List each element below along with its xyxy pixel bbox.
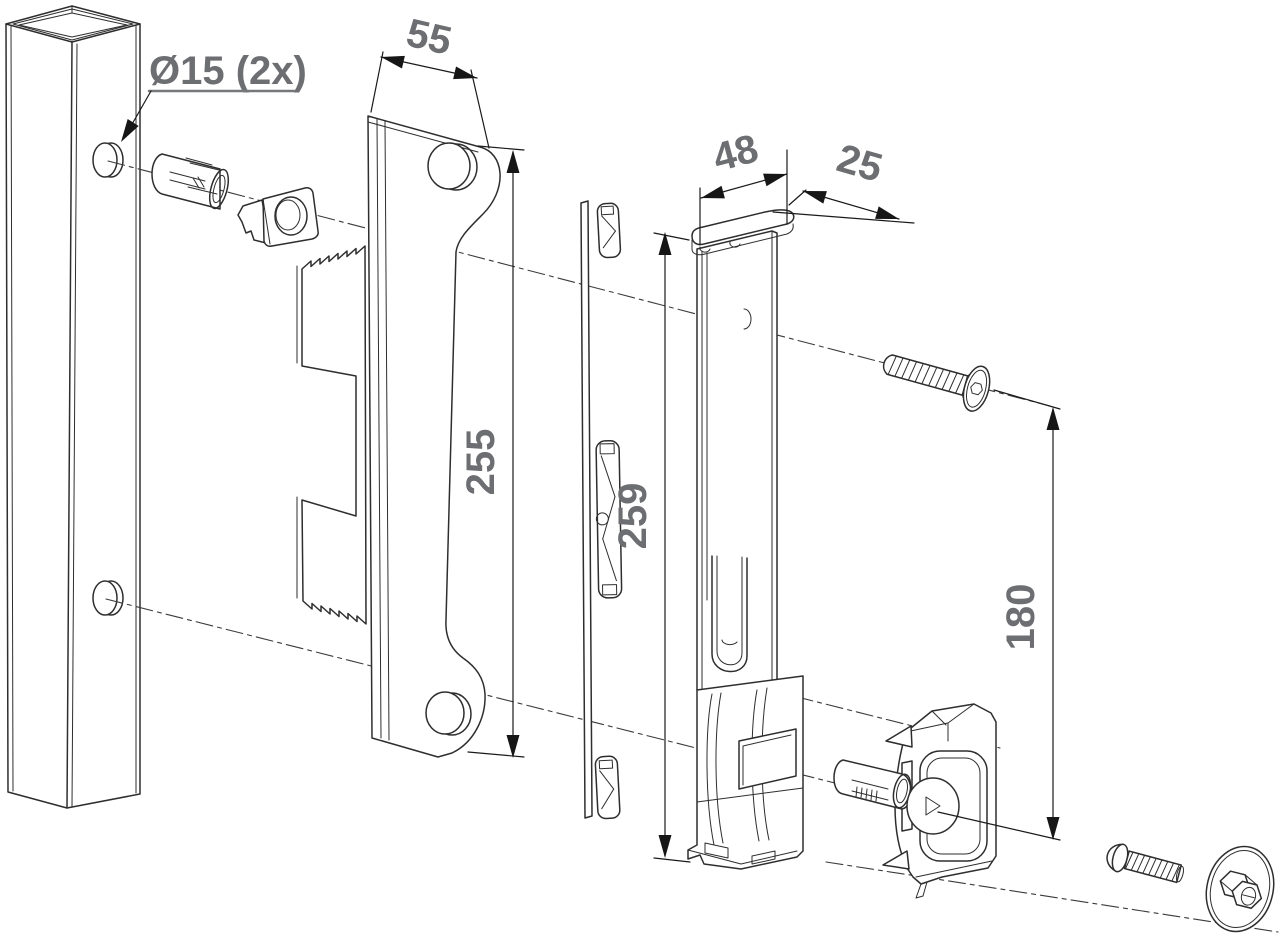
slide-latch (833, 703, 997, 899)
dimension-plate-width: 55 (370, 11, 490, 149)
triangle-socket-icon (925, 796, 941, 816)
dim-259-label: 259 (611, 483, 655, 550)
dim-180-label: 180 (999, 584, 1043, 651)
dim-48-label: 48 (708, 126, 762, 180)
square-post (5, 5, 141, 809)
strip-clip-top (596, 202, 622, 259)
flange-nut (237, 187, 319, 247)
latch-pin (833, 759, 913, 832)
dim-255-label: 255 (459, 429, 503, 496)
post-drill-hole-bottom (92, 580, 124, 616)
pan-head-screw (1106, 843, 1185, 884)
dimension-strip-length: 259 (611, 232, 691, 863)
countersunk-screw (882, 354, 991, 412)
post-drill-hole-top (92, 142, 124, 178)
center-lines (105, 160, 1279, 933)
dim-55-label: 55 (402, 11, 455, 64)
dimension-fixing-distance: 180 (937, 389, 1061, 841)
cover-washer-nut (1205, 845, 1275, 933)
dimension-plate-length: 255 (459, 145, 525, 758)
strip-clip-bottom (594, 755, 621, 820)
strip-clip-middle (595, 440, 623, 599)
expander-insert (151, 153, 230, 210)
hex-socket-icon (970, 382, 983, 396)
dim-25-label: 25 (832, 136, 887, 191)
hole-diameter-callout: Ø15 (2x) (115, 49, 307, 146)
serrated-rack (296, 245, 367, 625)
keeper-housing (687, 209, 804, 870)
dimension-cover-depth: 25 (772, 136, 915, 226)
mounting-strip (580, 200, 623, 820)
keeper-plate (367, 115, 501, 758)
hole-diameter-label: Ø15 (2x) (149, 49, 307, 93)
